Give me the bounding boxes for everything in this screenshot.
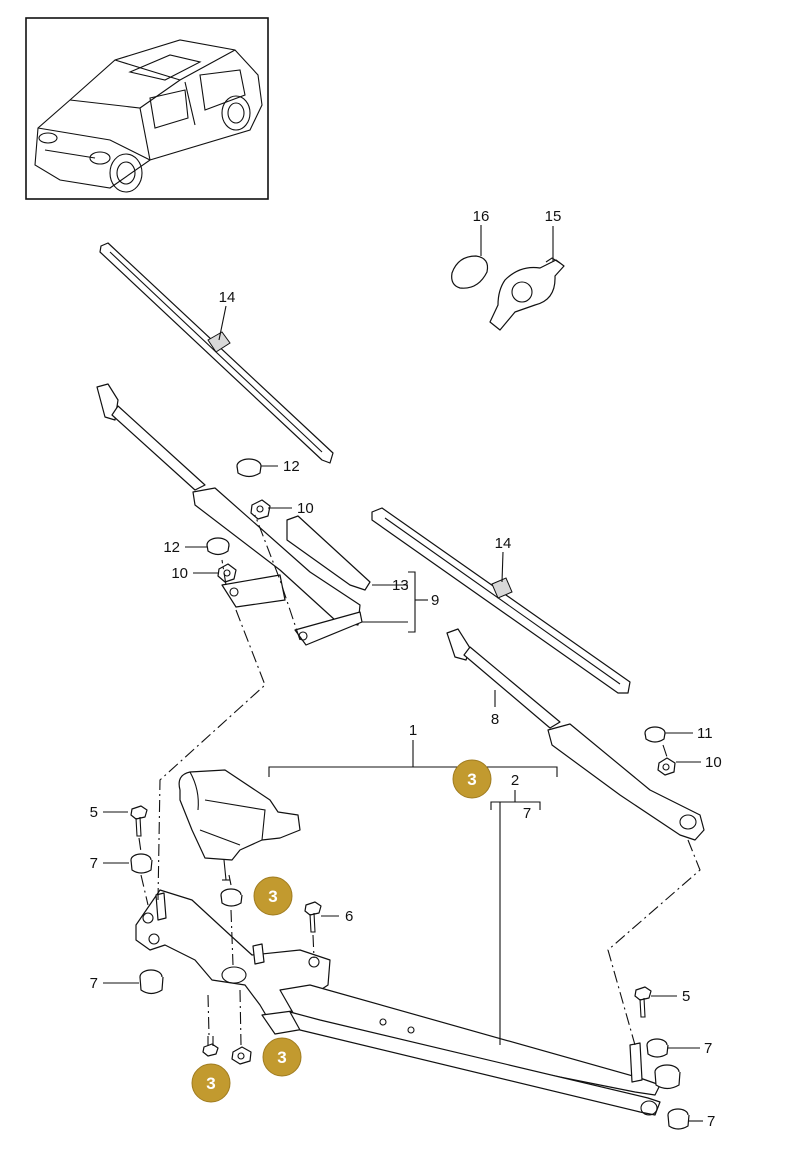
alignment-lines	[138, 514, 701, 1046]
cap-11[interactable]	[644, 726, 666, 743]
nut-10-right[interactable]	[657, 757, 676, 776]
cap-12-lower[interactable]	[206, 537, 230, 556]
grommet-7-left-upper[interactable]	[130, 853, 153, 874]
callout-5-left: 5	[90, 804, 98, 821]
vehicle-thumbnail	[25, 17, 269, 200]
nut-10-upper[interactable]	[250, 499, 271, 520]
callout-2: 2	[511, 772, 519, 789]
callout-12-upper: 12	[283, 458, 300, 475]
washer-nozzle-15[interactable]	[489, 257, 565, 331]
leader-lines	[103, 225, 703, 1122]
callout-15: 15	[545, 208, 562, 225]
badge-3-top: 3	[452, 759, 492, 799]
callout-10-right: 10	[705, 754, 722, 771]
screw-5-right[interactable]	[634, 986, 652, 1018]
callout-7-bracket: 7	[523, 805, 531, 822]
grommet-7-right-upper[interactable]	[646, 1038, 669, 1058]
badge-3-middle-label: 3	[268, 887, 277, 906]
callout-7-right-lower: 7	[707, 1113, 715, 1130]
callout-10-lower: 10	[171, 565, 188, 582]
nut-10-lower[interactable]	[217, 563, 237, 583]
grommet-7-right-mid[interactable]	[654, 1064, 681, 1090]
callout-11: 11	[697, 725, 713, 742]
callout-14-right: 14	[495, 535, 512, 552]
screw-5-left[interactable]	[130, 805, 148, 837]
badge-3-top-label: 3	[467, 770, 476, 789]
badge-3-screw-label: 3	[206, 1074, 215, 1093]
grommet-7-right-lower[interactable]	[667, 1108, 690, 1130]
callout-6: 6	[345, 908, 353, 925]
wiper-motor[interactable]	[178, 769, 301, 881]
callout-12-lower: 12	[163, 539, 180, 556]
screw-6[interactable]	[304, 901, 322, 933]
wiper-blade-right[interactable]	[371, 507, 631, 694]
callout-labels: 16 15 14 12 10 12 10 13 9 14 8 11 10 1 2…	[90, 208, 722, 1130]
badge-3-nut: 3	[262, 1037, 302, 1077]
wiper-arm-right[interactable]	[446, 628, 705, 841]
callout-10-upper: 10	[297, 500, 314, 517]
wiper-arm-left[interactable]	[96, 383, 371, 646]
badge-3-nut-label: 3	[277, 1048, 286, 1067]
nut-lower[interactable]	[231, 1046, 252, 1065]
wiper-blade-left[interactable]	[99, 242, 334, 464]
grommet-7-motor[interactable]	[220, 888, 243, 907]
callout-8: 8	[491, 711, 499, 728]
cap-12-upper[interactable]	[236, 458, 262, 478]
badge-3-middle: 3	[253, 876, 293, 916]
callout-1: 1	[409, 722, 417, 739]
callout-7-left-upper: 7	[90, 855, 98, 872]
screw-lower[interactable]	[202, 1036, 219, 1057]
callout-7-left-lower: 7	[90, 975, 98, 992]
callout-7-right-upper: 7	[704, 1040, 712, 1057]
grommet-7-left-lower[interactable]	[139, 969, 164, 995]
callout-5-right: 5	[682, 988, 690, 1005]
cover-16[interactable]	[451, 255, 489, 289]
callout-16: 16	[473, 208, 490, 225]
badge-3-screw: 3	[191, 1063, 231, 1103]
callout-14-left: 14	[219, 289, 236, 306]
callout-9: 9	[431, 592, 439, 609]
callout-13: 13	[392, 577, 409, 594]
